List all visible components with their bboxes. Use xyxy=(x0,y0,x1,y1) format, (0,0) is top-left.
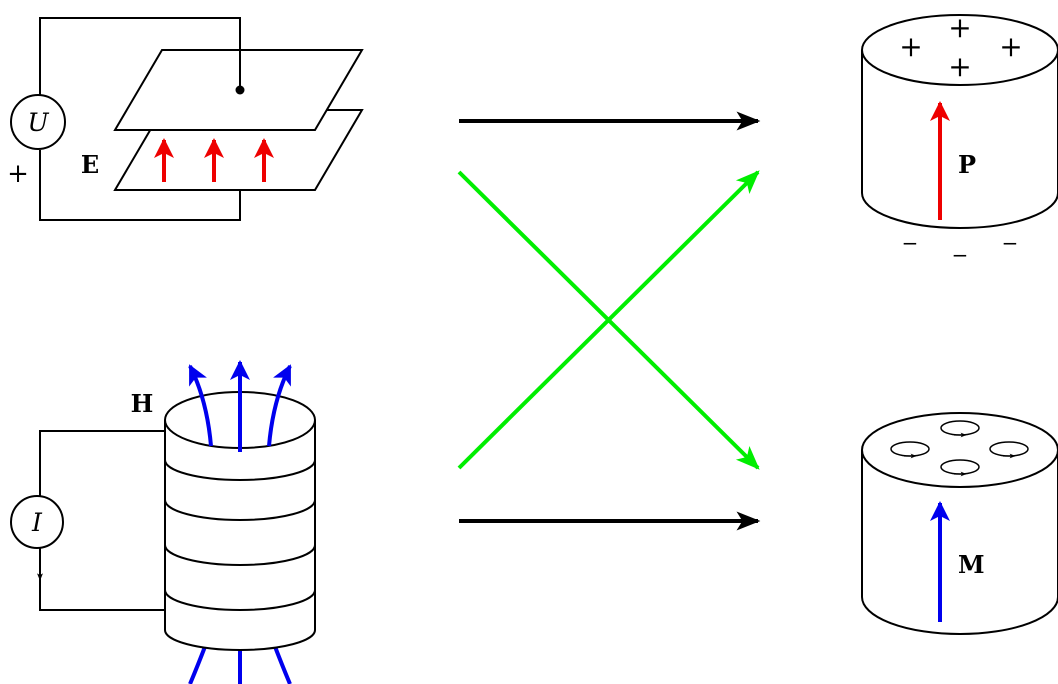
current-loop xyxy=(890,441,930,459)
solenoid-winding xyxy=(164,499,316,521)
current-loop xyxy=(940,459,980,477)
voltage-source-label: U xyxy=(27,108,49,137)
cylinder-top xyxy=(861,14,1058,86)
field-line xyxy=(272,643,292,684)
plus-sign: + xyxy=(948,11,971,44)
solenoid-winding xyxy=(164,544,316,566)
current-loop xyxy=(989,441,1029,459)
solenoid-winding xyxy=(164,459,316,481)
circuit-wire-bottom xyxy=(39,150,241,221)
cylinder-body xyxy=(861,50,1058,229)
minus-sign: − xyxy=(902,231,919,255)
solenoid-circuit: I H xyxy=(10,360,316,684)
cross-arrow-electromagnetic xyxy=(457,170,760,470)
cylinder-body xyxy=(861,450,1058,635)
plus-terminal-label: + xyxy=(7,159,29,189)
connection-dot xyxy=(235,85,245,95)
current-source-label: I xyxy=(31,508,43,537)
plus-sign: + xyxy=(999,30,1022,63)
field-line xyxy=(188,643,208,684)
solenoid-body xyxy=(164,420,316,651)
magnetization-label: M xyxy=(958,550,985,579)
coupling-arrows xyxy=(457,111,761,531)
plus-sign: + xyxy=(899,30,922,63)
solenoid-winding xyxy=(164,589,316,611)
polarization-label: P xyxy=(958,150,976,179)
capacitor-circuit: U + E xyxy=(7,17,364,221)
current-source xyxy=(10,495,64,549)
magnetic-field-label: H xyxy=(131,389,154,418)
field-line-arrow xyxy=(188,364,213,447)
cylinder-top xyxy=(861,412,1058,488)
polarized-cylinder: + + + + P − − − xyxy=(861,11,1058,267)
minus-sign: − xyxy=(952,243,969,267)
current-loop xyxy=(940,420,980,438)
magnetized-cylinder: M xyxy=(861,412,1058,635)
minus-sign: − xyxy=(1002,231,1019,255)
electric-field-label: E xyxy=(81,150,99,179)
circuit-wire-top xyxy=(39,430,165,496)
voltage-source xyxy=(10,94,66,150)
field-line-arrow xyxy=(267,364,292,447)
plus-sign: + xyxy=(948,50,971,83)
